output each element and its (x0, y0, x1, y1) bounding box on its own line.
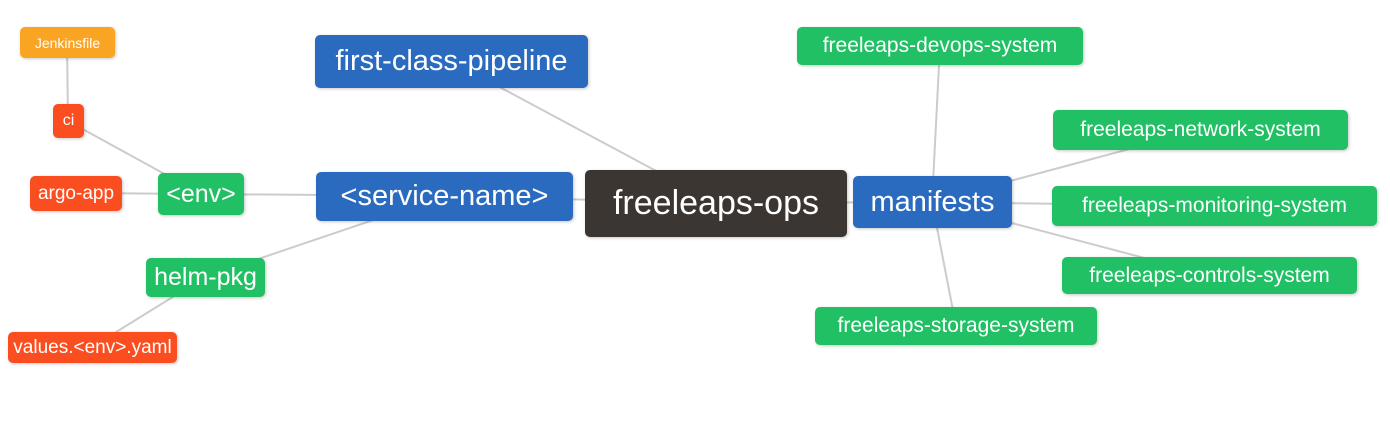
node-first-class-pipeline[interactable]: first-class-pipeline (315, 35, 588, 88)
node-helm-pkg[interactable]: helm-pkg (146, 258, 265, 297)
node-env[interactable]: <env> (158, 173, 244, 215)
node-jenkinsfile[interactable]: Jenkinsfile (20, 27, 115, 58)
node-freeleaps-monitoring-system[interactable]: freeleaps-monitoring-system (1052, 186, 1377, 226)
node-freeleaps-network-system[interactable]: freeleaps-network-system (1053, 110, 1348, 150)
node-freeleaps-storage-system[interactable]: freeleaps-storage-system (815, 307, 1097, 345)
node-ci[interactable]: ci (53, 104, 84, 138)
node-service-name[interactable]: <service-name> (316, 172, 573, 221)
node-freeleaps-ops-root[interactable]: freeleaps-ops (585, 170, 847, 237)
node-argo-app[interactable]: argo-app (30, 176, 122, 211)
node-freeleaps-controls-system[interactable]: freeleaps-controls-system (1062, 257, 1357, 294)
node-values-env-yaml[interactable]: values.<env>.yaml (8, 332, 177, 363)
node-freeleaps-devops-system[interactable]: freeleaps-devops-system (797, 27, 1083, 65)
node-manifests[interactable]: manifests (853, 176, 1012, 228)
